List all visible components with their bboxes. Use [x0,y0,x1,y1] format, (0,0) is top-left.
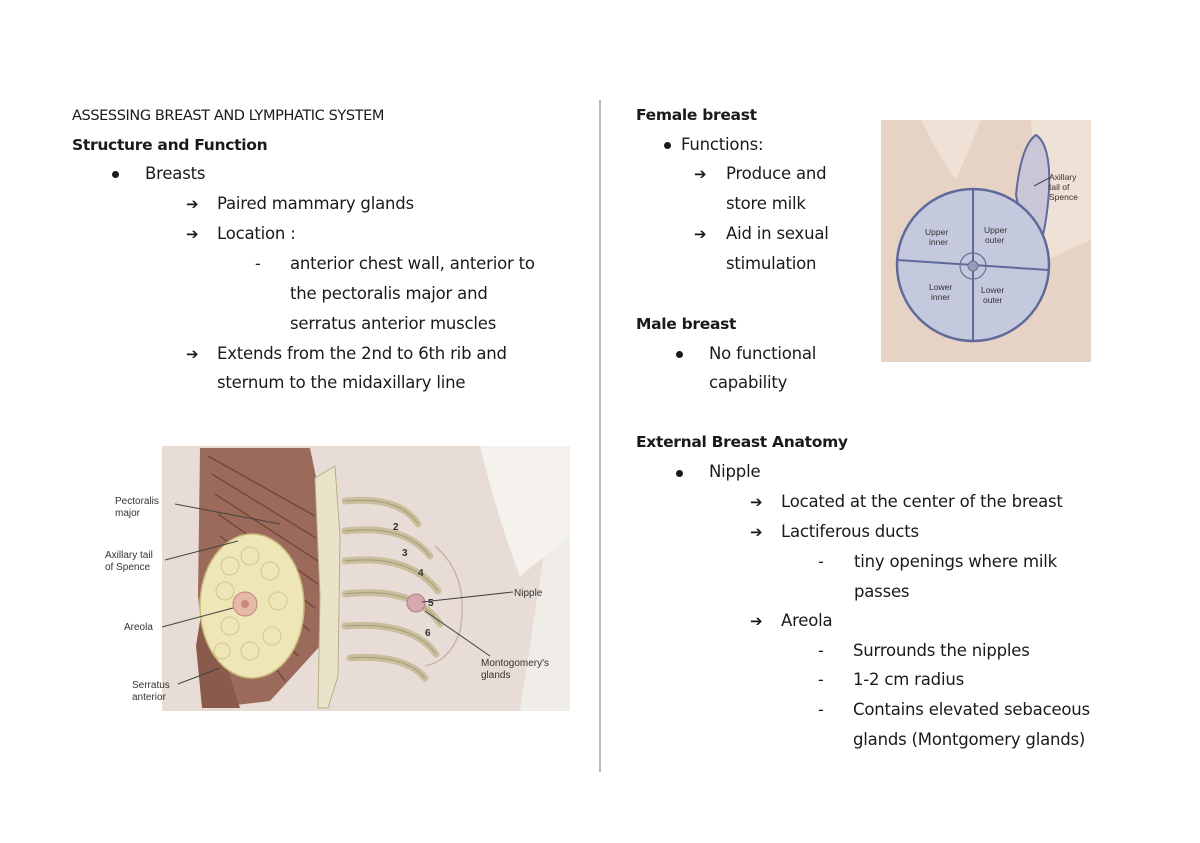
female-breast-heading: Female breast [636,106,757,124]
dash-icon: - [818,700,824,719]
extends-line-2: sternum to the midaxillary line [217,373,466,392]
quad-label-axillary: Axillary [1049,172,1077,182]
nipple-location: Located at the center of the breast [781,492,1063,511]
areola-sub-4: glands (Montgomery glands) [853,730,1086,749]
structure-heading: Structure and Function [72,136,268,154]
rib-number: 5 [428,598,434,609]
rib-number: 3 [402,548,408,559]
location-line-2: the pectoralis major and [290,284,488,303]
bullet-dot [664,142,671,149]
label-axillary-tail: Axillary tail [105,550,153,561]
arrow-icon: ➔ [186,345,199,363]
location-line-1: anterior chest wall, anterior to [290,254,535,273]
dash-icon: - [818,552,824,571]
document-title: ASSESSING BREAST AND LYMPHATIC SYSTEM [72,108,385,124]
quad-label-lower-outer-2: outer [983,295,1003,305]
male-item-1: No functional [709,344,817,363]
quad-label-tail-of: tail of [1049,182,1070,192]
areola-label: Areola [781,611,833,630]
areola-sub-2: 1-2 cm radius [853,670,964,689]
bullet-dot [676,470,683,477]
bullet-functions: Functions: [681,135,764,154]
label-montgomery: Montogomery's [481,658,549,669]
quad-label-lower-inner-2: inner [931,292,950,302]
rib-number: 6 [425,628,431,639]
function-aid-2: stimulation [726,254,817,273]
male-breast-heading: Male breast [636,315,737,333]
bullet-breasts: Breasts [145,164,206,183]
label-glands: glands [481,670,510,681]
label-serratus: Serratus [132,680,170,691]
dash-icon: - [818,670,824,689]
areola-sub-1: Surrounds the nipples [853,641,1030,660]
function-aid-1: Aid in sexual [726,224,829,243]
external-anatomy-heading: External Breast Anatomy [636,433,848,451]
arrow-icon: ➔ [694,165,707,183]
label-major: major [115,508,141,519]
areola-sub-3: Contains elevated sebaceous [853,700,1090,719]
male-item-2: capability [709,373,788,392]
breast-quadrant-figure: Axillary tail of Spence Upper inner Uppe… [881,120,1091,362]
dash-icon: - [818,641,824,660]
label-anterior: anterior [132,692,167,703]
column-divider [599,100,601,772]
arrow-icon: ➔ [750,523,763,541]
quad-label-lower-inner-1: Lower [929,282,952,292]
quad-label-lower-outer-1: Lower [981,285,1004,295]
function-produce-2: store milk [726,194,806,213]
bullet-dot [676,351,683,358]
location-line-3: serratus anterior muscles [290,314,497,333]
quad-label-upper-inner-1: Upper [925,227,948,237]
arrow-icon: ➔ [694,225,707,243]
breast-anatomy-figure: 2 3 4 5 6 Pectoralis major Axillary tail… [105,446,570,711]
extends-line-1: Extends from the 2nd to 6th rib and [217,344,507,363]
rib-number: 2 [393,522,399,533]
duct-sub-2: passes [854,582,910,601]
bullet-dot [112,171,119,178]
nipple-lactiferous: Lactiferous ducts [781,522,919,541]
label-areola: Areola [124,622,153,633]
arrow-icon: ➔ [750,493,763,511]
label-of-spence: of Spence [105,562,150,573]
arrow-icon: ➔ [186,195,199,213]
quad-label-upper-outer-2: outer [985,235,1005,245]
dash-icon: - [255,254,261,273]
item-paired-glands: Paired mammary glands [217,194,414,213]
arrow-icon: ➔ [750,612,763,630]
duct-sub-1: tiny openings where milk [854,552,1057,571]
bullet-nipple: Nipple [709,462,761,481]
label-nipple: Nipple [514,588,543,599]
quad-label-upper-outer-1: Upper [984,225,1007,235]
rib-number: 4 [418,568,424,579]
label-pectoralis: Pectoralis [115,496,159,507]
item-location: Location : [217,224,296,243]
arrow-icon: ➔ [186,225,199,243]
quad-label-spence: Spence [1049,192,1078,202]
quad-label-upper-inner-2: inner [929,237,948,247]
function-produce-1: Produce and [726,164,827,183]
